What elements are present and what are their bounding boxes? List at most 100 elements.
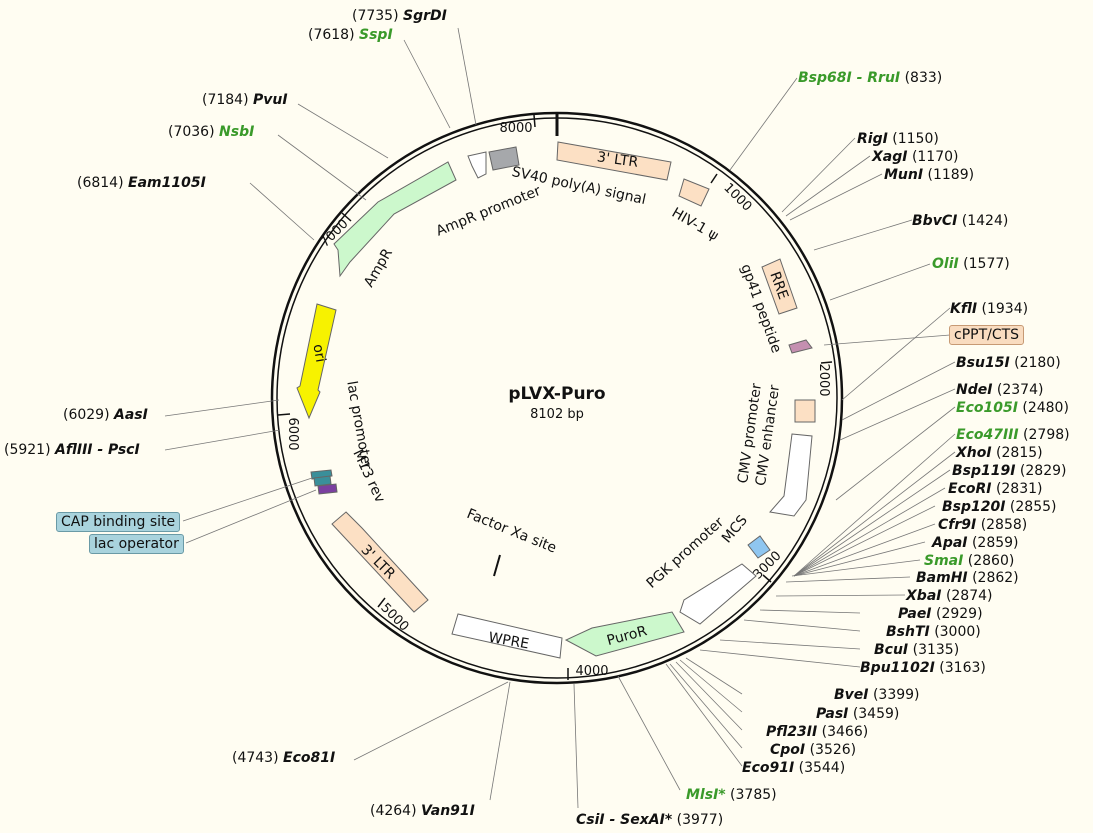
enzyme-bshti: BshTI xyxy=(886,624,930,640)
enzyme-cpoi: CpoI xyxy=(770,742,805,758)
tick-label-8000: 8000 xyxy=(499,121,532,136)
enzyme-mlsi: MlsI* xyxy=(686,787,726,803)
enzyme-eco91i: Eco91I xyxy=(742,760,794,776)
enzyme-eam1105i: Eam1105I xyxy=(128,175,206,191)
enzyme-xhoi: XhoI xyxy=(955,445,992,461)
svg-text:Eco105I (2480): Eco105I (2480) xyxy=(956,400,1069,416)
enzyme-bamhi: BamHI xyxy=(916,570,968,586)
ltr-bottom-feature xyxy=(331,511,429,613)
svg-text:BamHI (2862): BamHI (2862) xyxy=(916,570,1019,586)
svg-text:(4264) Van91I: (4264) Van91I xyxy=(370,803,475,819)
enzyme-nsbi: NsbI xyxy=(219,124,254,140)
svg-text:Eco47III (2798): Eco47III (2798) xyxy=(956,427,1070,443)
enzyme-eco81i: Eco81I xyxy=(283,750,335,766)
svg-text:PasI (3459): PasI (3459) xyxy=(816,706,899,722)
cap-site-feature xyxy=(317,483,338,495)
enzyme-bsp68i-rrui: Bsp68I - RruI xyxy=(798,70,900,86)
svg-text:BcuI (3135): BcuI (3135) xyxy=(874,642,959,658)
svg-text:CsiI - SexAI* (3977): CsiI - SexAI* (3977) xyxy=(576,812,723,828)
ampr-promoter-label: AmpR promoter xyxy=(434,183,543,240)
svg-text:(6029) AasI: (6029) AasI xyxy=(63,407,148,423)
tick-label-4000: 4000 xyxy=(575,664,608,679)
enzyme-pasi: PasI xyxy=(816,706,848,722)
enzyme-xbai: XbaI xyxy=(905,588,941,604)
enzyme-pvui: PvuI xyxy=(253,92,288,108)
svg-text:XbaI (2874): XbaI (2874) xyxy=(905,588,993,604)
wpre-feature xyxy=(451,613,563,659)
enzyme-bsp120i: Bsp120I xyxy=(942,499,1005,515)
ltr-top-label: 3' LTR xyxy=(596,149,639,171)
enzyme-sgrdi: SgrDI xyxy=(403,8,447,24)
ori-label: ori xyxy=(309,343,328,364)
enzyme-ecori: EcoRI xyxy=(948,481,991,497)
enzyme-bpu1102i: Bpu1102I xyxy=(860,660,935,676)
factor-xa-label: Factor Xa site xyxy=(464,506,558,557)
enzyme-ndei: NdeI xyxy=(956,382,992,398)
svg-text:BbvCI (1424): BbvCI (1424) xyxy=(912,213,1008,229)
enzyme-smai: SmaI xyxy=(924,553,963,569)
enzyme-eco47iii: Eco47III xyxy=(956,427,1019,443)
svg-text:(6814) Eam1105I: (6814) Eam1105I xyxy=(77,175,206,191)
lacop-callout: lac operator xyxy=(89,534,184,554)
tick-marks xyxy=(277,114,833,680)
enzyme-xagi: XagI xyxy=(871,149,907,165)
svg-text:(7618) SspI: (7618) SspI xyxy=(308,27,393,43)
tick-label-6000: 6000 xyxy=(285,417,300,450)
svg-text:XagI (1170): XagI (1170) xyxy=(871,149,959,165)
enzyme-kfli: KflI xyxy=(950,301,977,317)
cap-callout: CAP binding site xyxy=(56,512,181,532)
wpre-label: WPRE xyxy=(487,630,530,653)
svg-text:NdeI (2374): NdeI (2374) xyxy=(956,382,1043,398)
ampr-feature xyxy=(333,161,457,278)
lac-promoter-label: lac promoter xyxy=(343,380,374,471)
sv40-feature xyxy=(488,146,520,171)
enzyme-afliii-psci: AflIII - PscI xyxy=(54,442,140,458)
tick-label-2000: 2000 xyxy=(816,363,831,396)
plasmid-size: 8102 bp xyxy=(530,407,584,422)
factor-xa-marker xyxy=(493,554,501,577)
svg-text:ApaI (2859): ApaI (2859) xyxy=(931,535,1019,551)
svg-text:BveI (3399): BveI (3399) xyxy=(834,687,920,703)
svg-text:MunI (1189): MunI (1189) xyxy=(884,167,974,183)
enzyme-paei: PaeI xyxy=(898,606,932,622)
enzyme-cfr9i: Cfr9I xyxy=(938,517,976,533)
mcs-label: MCS xyxy=(719,512,751,546)
svg-text:Bsp120I (2855): Bsp120I (2855) xyxy=(942,499,1056,515)
svg-text:CpoI (3526): CpoI (3526) xyxy=(770,742,856,758)
svg-text:(7184) PvuI: (7184) PvuI xyxy=(202,92,288,108)
enzyme-bcui: BcuI xyxy=(874,642,908,658)
svg-text:Eco91I (3544): Eco91I (3544) xyxy=(742,760,845,776)
plasmid-name: pLVX-Puro xyxy=(508,384,605,404)
enzyme-sspi: SspI xyxy=(359,27,393,43)
svg-text:(7036) NsbI: (7036) NsbI xyxy=(168,124,254,140)
svg-text:Bpu1102I (3163): Bpu1102I (3163) xyxy=(860,660,986,676)
enzyme-bbvci: BbvCI xyxy=(912,213,957,229)
cppt-callout: cPPT/CTS xyxy=(949,325,1025,345)
lacop-leader-line xyxy=(185,489,317,544)
m13-feature xyxy=(313,475,332,487)
puror-feature xyxy=(564,611,685,657)
svg-text:(7735) SgrDI: (7735) SgrDI xyxy=(352,8,447,24)
enzyme-eco105i: Eco105I xyxy=(956,400,1018,416)
pgk-promoter-feature xyxy=(679,563,757,625)
enzyme-aasi: AasI xyxy=(113,407,148,423)
svg-text:RigI (1150): RigI (1150) xyxy=(857,131,939,147)
svg-text:Bsp68I - RruI (833): Bsp68I - RruI (833) xyxy=(798,70,942,86)
cap-leader-line xyxy=(182,477,313,522)
svg-text:XhoI (2815): XhoI (2815) xyxy=(955,445,1043,461)
svg-text:BshTI (3000): BshTI (3000) xyxy=(886,624,981,640)
enzyme-van91i: Van91I xyxy=(421,803,475,819)
enzyme-pfl23ii: Pfl23II xyxy=(766,724,817,740)
svg-text:Pfl23II (3466): Pfl23II (3466) xyxy=(766,724,868,740)
cmv-promoter-feature xyxy=(769,433,813,517)
svg-text:(5921) AflIII - PscI: (5921) AflIII - PscI xyxy=(4,442,140,458)
svg-text:EcoRI (2831): EcoRI (2831) xyxy=(948,481,1043,497)
svg-text:SmaI (2860): SmaI (2860) xyxy=(924,553,1014,569)
rre-feature xyxy=(761,258,798,315)
cppt-leader-line xyxy=(823,334,951,346)
svg-text:(4743) Eco81I: (4743) Eco81I xyxy=(232,750,335,766)
hiv-psi-feature xyxy=(678,178,710,207)
enzyme-leader-lines xyxy=(164,27,956,809)
svg-text:Bsu15I (2180): Bsu15I (2180) xyxy=(956,355,1061,371)
ampr-label: AmpR xyxy=(361,246,396,290)
